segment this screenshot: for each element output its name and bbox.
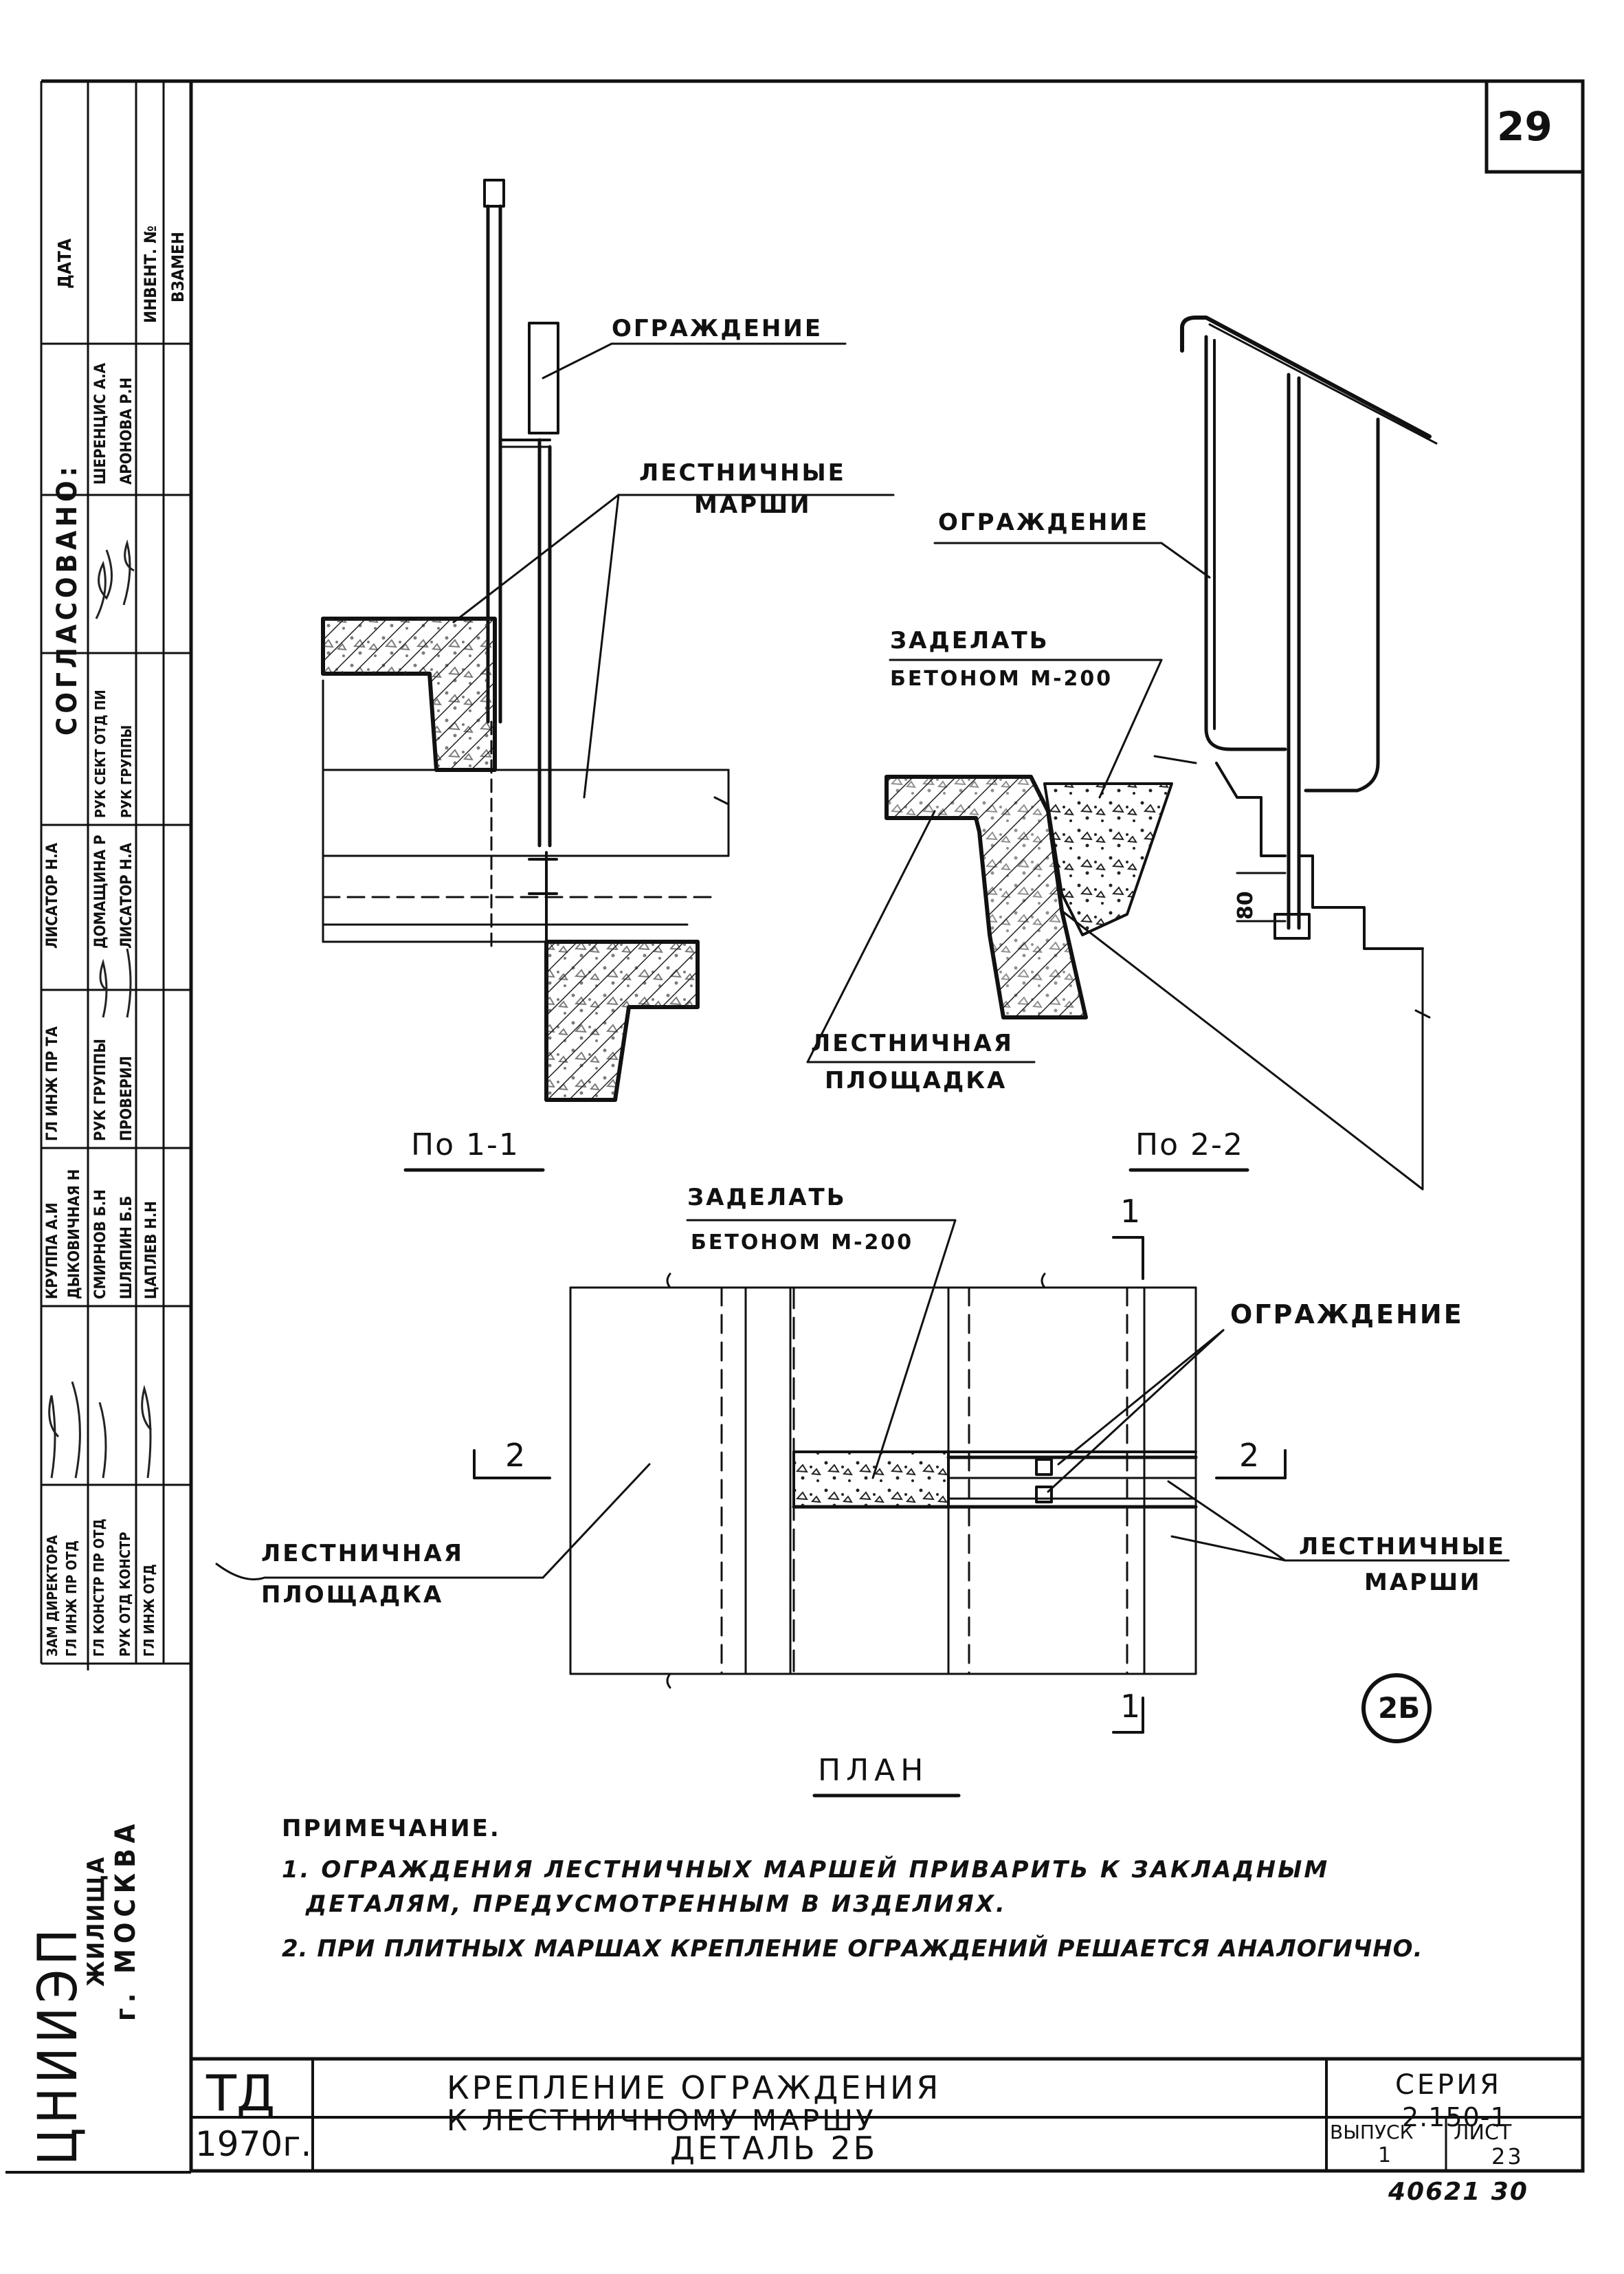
cut-mark-2-right: 2 (1239, 1437, 1262, 1474)
cut-mark-1-bottom: 1 (1120, 1688, 1143, 1725)
label-plan-marshi-a: ЛЕСТНИЧНЫЕ (1299, 1533, 1506, 1560)
section-1-1-drawing (321, 179, 895, 1172)
sheet-frame (189, 79, 1585, 2173)
title-year: 1970г. (195, 2124, 312, 2164)
section-2-2-drawing (806, 316, 1438, 1191)
side-org-name: ЦНИИЭП (27, 1924, 89, 2165)
cut-mark-2-left: 2 (505, 1437, 528, 1474)
side-org-sub: ЖИЛИЩА (82, 1855, 110, 1987)
note-1-line-1: 1. ОГРАЖДЕНИЯ ЛЕСТНИЧНЫХ МАРШЕЙ ПРИВАРИТ… (282, 1856, 1330, 1884)
side-panel-grid (5, 79, 191, 2174)
label-marshi-1b: МАРШИ (694, 492, 812, 519)
cut-mark-1-top: 1 (1120, 1193, 1143, 1230)
label-plan-ploshchadka-b: ПЛОЩАДКА (261, 1581, 444, 1609)
signature-marks (48, 539, 153, 1479)
label-ograzhdenie-2: ОГРАЖДЕНИЕ (938, 509, 1150, 536)
title-td: ТД (206, 2064, 276, 2122)
title-detail: ДЕТАЛЬ 2Б (670, 2130, 878, 2167)
sheet-label: ЛИСТ (1454, 2121, 1512, 2145)
section-title-1-1: По 1-1 (411, 1127, 520, 1162)
label-plan-marshi-b: МАРШИ (1364, 1569, 1482, 1596)
label-ploshchadka-2b: ПЛОЩАДКА (825, 1067, 1008, 1094)
sheet-number: 29 (1497, 103, 1553, 150)
section-title-2-2: По 2-2 (1135, 1127, 1244, 1162)
label-zadelat-1: ЗАДЕЛАТЬ (890, 627, 1049, 654)
section-title-plan: ПЛАН (818, 1753, 929, 1788)
detail-mark: 2Б (1378, 1691, 1421, 1725)
series-label: СЕРИЯ (1395, 2069, 1502, 2101)
sheet-value: 23 (1491, 2143, 1524, 2170)
title-line-2: К ЛЕСТНИЧНОМУ МАРШУ (447, 2104, 876, 2137)
label-plan-zadelat-2: БЕТОНОМ М-200 (691, 1230, 914, 1255)
label-plan-ploshchadka-a: ЛЕСТНИЧНАЯ (261, 1540, 464, 1567)
title-line-1: КРЕПЛЕНИЕ ОГРАЖДЕНИЯ (447, 2069, 942, 2106)
issue-label: ВЫПУСК (1330, 2121, 1414, 2143)
issue-value: 1 (1378, 2143, 1394, 2167)
label-zadelat-2: БЕТОНОМ М-200 (890, 667, 1113, 691)
doc-number: 40621 30 (1388, 2178, 1528, 2206)
plan-drawing (215, 1219, 1510, 1798)
label-ograzhdenie-1: ОГРАЖДЕНИЕ (612, 315, 823, 342)
side-city: г. МОСКВА (110, 1818, 142, 2022)
label-marshi-1a: ЛЕСТНИЧНЫЕ (639, 459, 846, 487)
notes-title: ПРИМЕЧАНИЕ. (282, 1815, 501, 1842)
label-ploshchadka-2a: ЛЕСТНИЧНАЯ (811, 1030, 1014, 1057)
series-value: 2.150-1 (1402, 2102, 1508, 2132)
note-1-line-2: ДЕТАЛЯМ, ПРЕДУСМОТРЕННЫМ В ИЗДЕЛИЯХ. (306, 1890, 1007, 1918)
label-plan-ograzhdenie: ОГРАЖДЕНИЕ (1230, 1299, 1464, 1329)
label-plan-zadelat-1: ЗАДЕЛАТЬ (687, 1184, 847, 1211)
note-2: 2. ПРИ ПЛИТНЫХ МАРШАХ КРЕПЛЕНИЕ ОГРАЖДЕН… (282, 1935, 1423, 1963)
label-dim-80: 80 (1234, 891, 1258, 920)
